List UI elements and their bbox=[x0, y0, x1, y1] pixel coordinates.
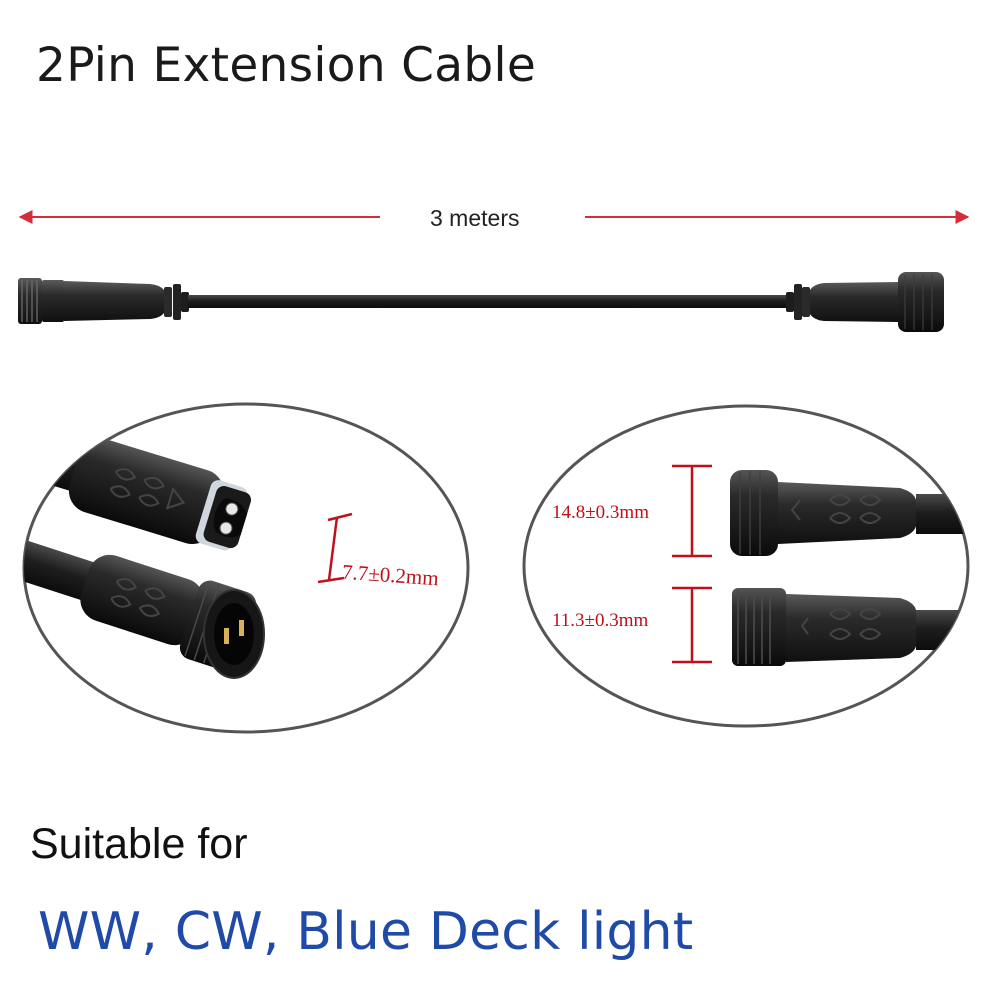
dimension-nut-diameter: 14.8±0.3mm bbox=[552, 502, 649, 523]
page-title: 2Pin Extension Cable bbox=[36, 38, 537, 93]
dimension-bracket-thread bbox=[672, 586, 712, 664]
closeup-right-frame bbox=[522, 404, 970, 728]
cable-full-view bbox=[18, 272, 944, 332]
suitable-for-label: Suitable for bbox=[30, 820, 248, 868]
dimension-male-thread: 11.3±0.3mm bbox=[552, 610, 649, 631]
closeup-right bbox=[672, 464, 968, 666]
cable-length-label: 3 meters bbox=[430, 205, 520, 231]
leaf-icon bbox=[109, 468, 165, 507]
arrow-icon bbox=[165, 486, 186, 510]
compatible-products: WW, CW, Blue Deck light bbox=[38, 902, 694, 962]
dimension-bracket-nut bbox=[672, 464, 712, 558]
dimension-bracket-female bbox=[317, 512, 353, 584]
